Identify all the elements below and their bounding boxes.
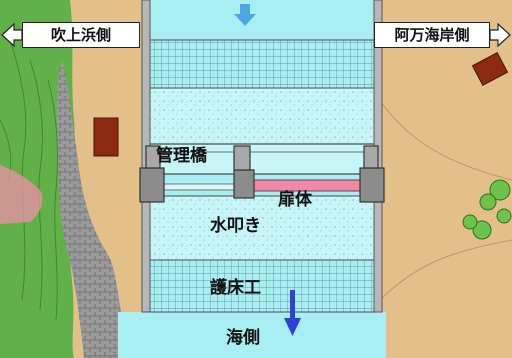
pier-center [233, 169, 255, 199]
right-shore-text: 阿万海岸側 [394, 25, 470, 44]
outflow-arrow-icon [284, 290, 301, 336]
piers [139, 145, 385, 203]
right-road-2 [379, 239, 512, 301]
bridge-label: 管理橋 [156, 146, 207, 166]
bed-protection-grid [149, 259, 375, 313]
left-shore-label: 吹上浜側 [22, 22, 140, 48]
arrow-right-icon [489, 22, 511, 48]
pier-left-cap [145, 145, 161, 169]
building-right [471, 52, 509, 86]
hill-band [0, 165, 43, 224]
pier-right [359, 167, 385, 203]
building-left [93, 117, 119, 157]
trees [462, 179, 512, 240]
right-shore-label: 阿万海岸側 [374, 22, 490, 48]
left-shore-text: 吹上浜側 [50, 25, 111, 44]
pier-right-cap [363, 145, 379, 169]
green-hill [0, 0, 75, 358]
right-land [372, 0, 512, 358]
gate-leaf-left [159, 183, 239, 191]
sea-water [118, 312, 386, 358]
pier-center-cap [233, 145, 251, 171]
upstream-apron [149, 87, 375, 145]
apron-label: 水叩き [210, 216, 261, 236]
downstream-apron [149, 195, 375, 261]
bed-protection-label: 護床工 [210, 278, 261, 298]
pier-left [139, 167, 165, 203]
inflow-arrow-icon [234, 4, 256, 26]
sea-side-label: 海側 [226, 328, 260, 348]
left-revetment [56, 60, 126, 358]
upstream-grid [149, 39, 375, 89]
gate-leaf-label: 扉体 [278, 190, 312, 210]
